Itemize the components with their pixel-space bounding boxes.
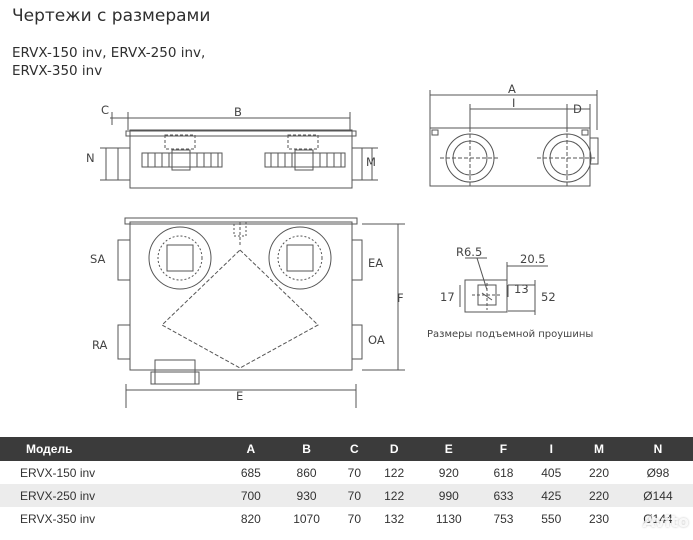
model-list: ERVX-150 inv, ERVX-250 inv, ERVX-350 inv: [12, 44, 205, 80]
cell-m: 220: [575, 461, 623, 484]
header-model: Модель: [0, 437, 227, 461]
label-d: D: [573, 102, 582, 116]
cell-n: Ø98: [622, 461, 693, 484]
cell-m: 220: [575, 484, 623, 507]
header-f: F: [479, 437, 528, 461]
cell-f: 633: [479, 484, 528, 507]
cell-i: 425: [527, 484, 576, 507]
model-list-line-1: ERVX-150 inv, ERVX-250 inv,: [12, 45, 206, 61]
label-ra: RA: [92, 338, 108, 352]
lug-height-inner-label: 13: [514, 282, 529, 296]
table-row: ERVX-250 inv 700 930 70 122 990 633 425 …: [0, 484, 693, 507]
lug-height-outer-label: 17: [440, 290, 455, 304]
cell-model: ERVX-350 inv: [0, 507, 227, 530]
avito-watermark: Avito: [642, 512, 689, 531]
lug-caption: Размеры подъемной проушины: [427, 329, 593, 340]
lifting-lug-detail: [459, 257, 548, 315]
cell-d: 122: [370, 484, 419, 507]
technical-drawing: B C M N A I D: [86, 82, 599, 408]
cell-d: 132: [370, 507, 419, 530]
label-n: N: [86, 151, 95, 165]
header-c: C: [338, 437, 371, 461]
cell-m: 230: [575, 507, 623, 530]
page-title: Чертежи с размерами: [12, 6, 211, 26]
cell-n: Ø144: [622, 484, 693, 507]
header-b: B: [274, 437, 339, 461]
label-ea: EA: [368, 256, 383, 270]
model-list-line-2: ERVX-350 inv: [12, 63, 103, 79]
cell-b: 860: [274, 461, 339, 484]
cell-model: ERVX-250 inv: [0, 484, 227, 507]
table-row: ERVX-150 inv 685 860 70 122 920 618 405 …: [0, 461, 693, 484]
header-m: M: [575, 437, 623, 461]
cell-model: ERVX-150 inv: [0, 461, 227, 484]
label-b: B: [234, 105, 242, 119]
cell-e: 1130: [418, 507, 480, 530]
cell-c: 70: [338, 507, 371, 530]
label-c: C: [101, 103, 109, 117]
side-elevation-view: [100, 112, 378, 189]
cell-b: 1070: [274, 507, 339, 530]
cell-e: 920: [418, 461, 480, 484]
plan-view: [117, 217, 405, 408]
header-i: I: [527, 437, 576, 461]
cell-a: 700: [226, 484, 275, 507]
cell-a: 685: [226, 461, 275, 484]
header-a: A: [226, 437, 275, 461]
cell-c: 70: [338, 461, 371, 484]
cell-f: 753: [479, 507, 528, 530]
header-e: E: [418, 437, 480, 461]
header-n: N: [622, 437, 693, 461]
cell-c: 70: [338, 484, 371, 507]
cell-b: 930: [274, 484, 339, 507]
label-m: M: [366, 155, 376, 169]
lug-radius-label: R6.5: [456, 245, 482, 259]
cell-i: 405: [527, 461, 576, 484]
table-row: ERVX-350 inv 820 1070 70 132 1130 753 55…: [0, 507, 693, 530]
cell-f: 618: [479, 461, 528, 484]
label-e: E: [236, 389, 243, 403]
end-elevation-view: [429, 90, 599, 187]
cell-a: 820: [226, 507, 275, 530]
dimensions-table: Модель A B C D E F I M N ERVX-150 inv 68…: [0, 437, 693, 530]
label-f: F: [397, 291, 404, 305]
lug-height-total-label: 52: [541, 290, 556, 304]
label-i: I: [512, 96, 515, 110]
lug-width-label: 20.5: [520, 252, 546, 266]
cell-i: 550: [527, 507, 576, 530]
cell-d: 122: [370, 461, 419, 484]
label-a: A: [508, 82, 516, 96]
label-sa: SA: [90, 252, 106, 266]
header-d: D: [370, 437, 419, 461]
cell-n: Ø144: [622, 507, 693, 530]
cell-e: 990: [418, 484, 480, 507]
table-header-row: Модель A B C D E F I M N: [0, 437, 693, 461]
label-oa: OA: [368, 333, 385, 347]
